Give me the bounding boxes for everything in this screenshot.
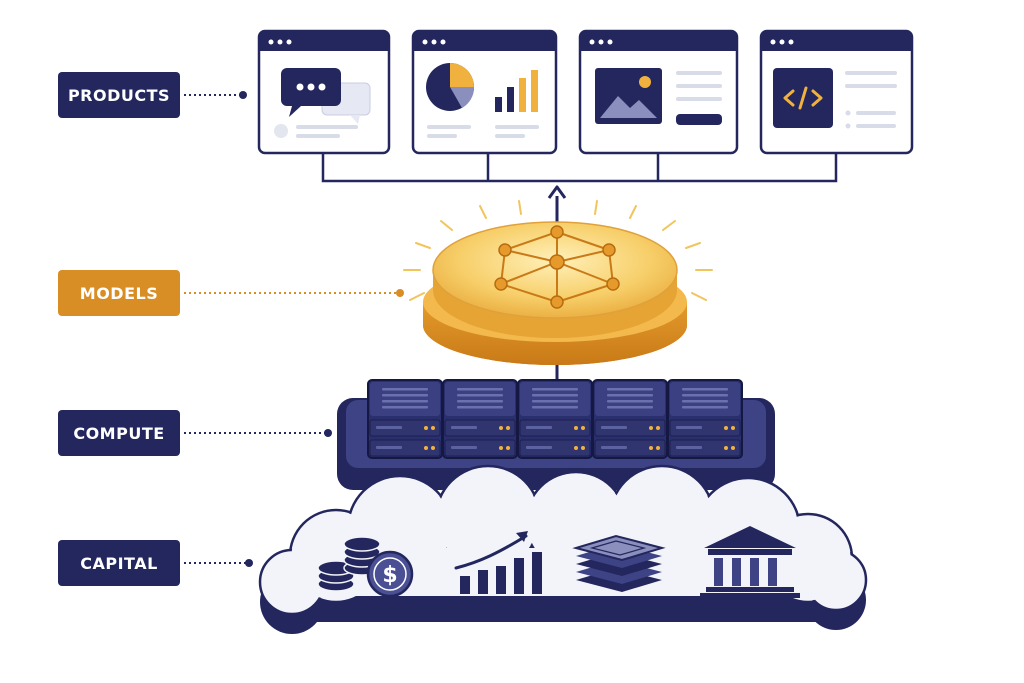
svg-text:$: $ [382,563,397,588]
layer-label-models: MODELS [58,270,180,316]
growth-chart-icon [454,531,542,594]
leader-capital [184,559,253,567]
analytics-chart-icon [426,63,538,112]
server-unit [517,379,593,459]
product-card-code [759,29,914,155]
server-rack [367,379,743,459]
chat-bubbles-icon [281,68,371,124]
product-card-media [578,29,739,155]
neural-network-icon [494,225,620,309]
products-connector [321,153,838,183]
leader-products [184,91,247,99]
glow-rays [403,200,713,301]
coins-dollar-icon: $ [317,536,414,598]
leader-compute [184,429,332,437]
image-media-icon [595,68,662,124]
layer-label-compute: COMPUTE [58,410,180,456]
layer-label-capital: CAPITAL [58,540,180,586]
server-unit [592,379,668,459]
code-brackets-icon [773,68,833,128]
product-card-analytics [411,29,558,155]
server-unit [442,379,518,459]
chip-stack-icon [572,534,666,592]
leader-models [184,289,404,297]
server-unit [367,379,443,459]
bank-icon [700,526,800,598]
product-card-chat [257,29,391,155]
layer-label-products: PRODUCTS [58,72,180,118]
server-unit [667,379,743,459]
model-disc [423,221,687,365]
